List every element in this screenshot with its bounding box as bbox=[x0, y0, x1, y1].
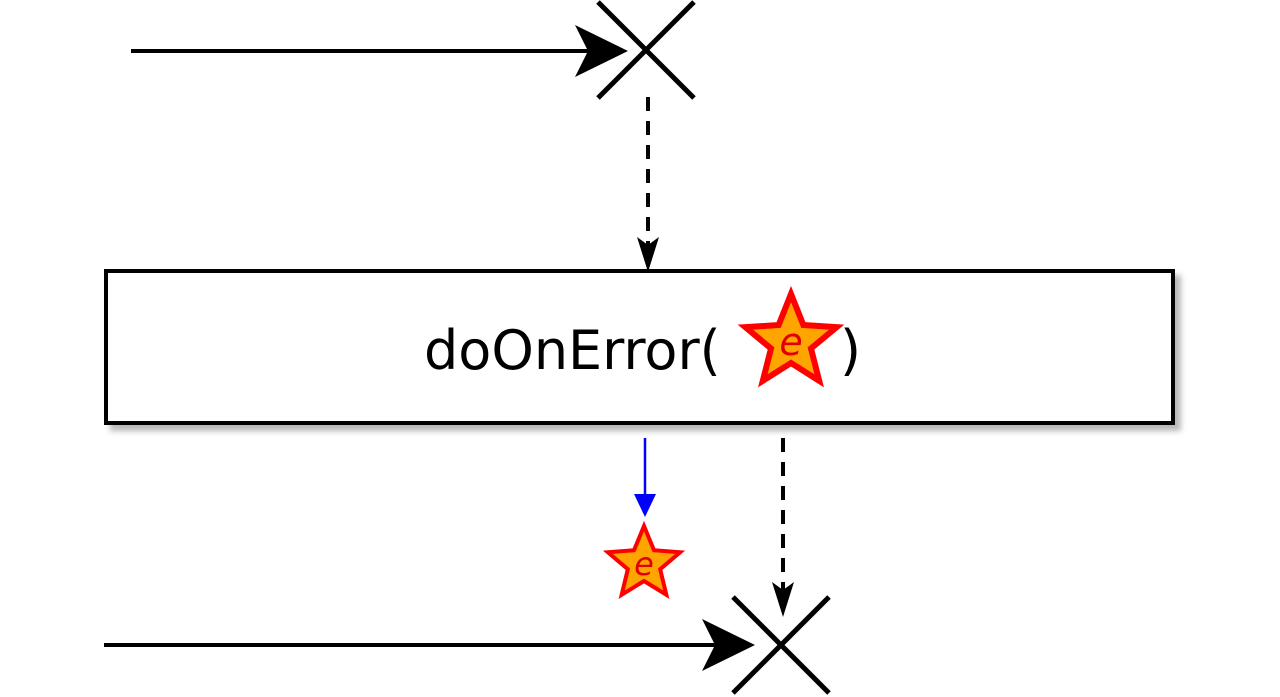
emitted-event-letter: e bbox=[634, 545, 654, 583]
operator-box: doOnError( e ) bbox=[104, 269, 1175, 425]
operator-param-letter: e bbox=[779, 320, 802, 364]
x-mark-icon bbox=[596, 0, 696, 100]
result-timeline bbox=[104, 595, 831, 695]
star-icon: e bbox=[737, 285, 845, 388]
operator-name-prefix: doOnError( bbox=[424, 319, 721, 382]
error-propagation-arrow-out bbox=[772, 438, 794, 617]
source-timeline-arrowhead bbox=[575, 25, 628, 77]
source-timeline bbox=[131, 0, 696, 100]
operator-box-rect bbox=[104, 269, 1175, 425]
error-propagation-arrow-in bbox=[637, 97, 659, 272]
star-icon: e bbox=[602, 520, 686, 599]
result-timeline-arrowhead bbox=[702, 619, 755, 671]
side-effect-arrow bbox=[634, 438, 656, 517]
x-mark-icon bbox=[731, 595, 831, 695]
operator-name-suffix: ) bbox=[840, 319, 861, 382]
